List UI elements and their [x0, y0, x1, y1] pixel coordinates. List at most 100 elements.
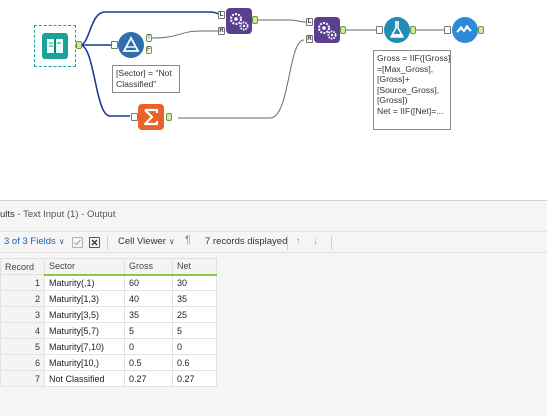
net-cell[interactable]: 0	[172, 338, 217, 355]
filter-false-label: F	[147, 47, 151, 53]
record-number: 6	[0, 354, 45, 371]
summarize-output-anchor[interactable]	[166, 113, 172, 121]
join2-left-anchor[interactable]: L	[306, 18, 313, 26]
formula-flask-icon	[390, 21, 404, 38]
browse-output-anchor[interactable]	[478, 26, 484, 34]
pilcrow-icon[interactable]: ¶	[185, 234, 191, 246]
records-displayed: 7 records displayed	[205, 236, 288, 247]
chevron-down-icon: ∨	[58, 237, 65, 246]
browse-tool[interactable]	[452, 17, 478, 43]
gears-icon	[230, 13, 249, 31]
gross-cell[interactable]: 40	[124, 290, 173, 307]
table-row[interactable]: 6 Maturity[10,) 0.5 0.6	[0, 354, 217, 371]
filter-false-anchor[interactable]: F	[146, 46, 152, 54]
toolbar-divider	[331, 236, 332, 250]
browse-check-icon	[456, 25, 472, 33]
record-number: 3	[0, 306, 45, 323]
sector-cell[interactable]: Maturity[7,10)	[44, 338, 125, 355]
arrow-down-icon[interactable]: ↓	[313, 236, 318, 247]
gross-cell[interactable]: 0.5	[124, 354, 173, 371]
results-grid: Record Sector Gross Net 1 Maturity(,1) 6…	[0, 258, 217, 387]
join-right-anchor[interactable]: R	[218, 27, 225, 35]
sector-cell[interactable]: Maturity[1,3)	[44, 290, 125, 307]
sector-cell[interactable]: Maturity[10,)	[44, 354, 125, 371]
wire-join-to-join2	[258, 19, 307, 23]
join2-output-anchor[interactable]	[340, 26, 346, 34]
record-number: 2	[0, 290, 45, 307]
net-cell[interactable]: 30	[172, 274, 217, 291]
join-left-anchor[interactable]: L	[218, 11, 225, 19]
join-right-label: R	[219, 28, 224, 34]
fields-dropdown[interactable]: 3 of 3 Fields∨	[4, 236, 65, 247]
results-title: ults - Text Input (1) - Output	[0, 209, 115, 220]
net-cell[interactable]: 5	[172, 322, 217, 339]
toolbar-divider	[287, 236, 288, 250]
summarize-input-anchor[interactable]	[131, 113, 138, 121]
join-tool-2[interactable]	[314, 17, 340, 43]
sigma-icon	[143, 108, 159, 126]
cell-viewer-label: Cell Viewer	[118, 236, 166, 247]
join-tool[interactable]	[226, 8, 252, 34]
formula-tool[interactable]	[384, 17, 410, 43]
gross-cell[interactable]: 35	[124, 306, 173, 323]
table-row[interactable]: 7 Not Classified 0.27 0.27	[0, 370, 217, 387]
record-number: 7	[0, 370, 45, 387]
formula-input-anchor[interactable]	[376, 26, 383, 34]
arrow-up-icon[interactable]: ↑	[296, 236, 301, 247]
column-header-net[interactable]: Net	[172, 258, 217, 276]
filter-annotation: [Sector] = "Not Classified"	[112, 65, 180, 93]
table-row[interactable]: 1 Maturity(,1) 60 30	[0, 274, 217, 291]
filter-tool[interactable]	[118, 32, 144, 58]
checkbox-select-icon[interactable]	[72, 237, 83, 248]
join-output-anchor[interactable]	[252, 16, 258, 24]
chevron-down-icon: ∨	[168, 237, 175, 246]
net-cell[interactable]: 0.27	[172, 370, 217, 387]
input-output-anchor[interactable]	[76, 41, 82, 49]
wire-input-to-summarize	[79, 44, 130, 117]
join2-right-anchor[interactable]: R	[306, 35, 313, 43]
sector-cell[interactable]: Maturity[5,7)	[44, 322, 125, 339]
table-row[interactable]: 2 Maturity[1,3) 40 35	[0, 290, 217, 307]
filter-true-anchor[interactable]: T	[146, 34, 152, 42]
column-header-sector[interactable]: Sector	[44, 258, 125, 276]
wire-summarize-to-join2	[178, 39, 305, 119]
record-number: 1	[0, 274, 45, 291]
text-input-tool[interactable]	[34, 25, 76, 67]
grid-header-row: Record Sector Gross Net	[0, 258, 217, 276]
join-left-label: L	[219, 12, 224, 18]
summarize-tool[interactable]	[138, 104, 164, 130]
table-row[interactable]: 4 Maturity[5,7) 5 5	[0, 322, 217, 339]
net-cell[interactable]: 0.6	[172, 354, 217, 371]
filter-input-anchor[interactable]	[111, 41, 118, 49]
net-cell[interactable]: 25	[172, 306, 217, 323]
record-number: 5	[0, 338, 45, 355]
gross-cell[interactable]: 60	[124, 274, 173, 291]
gross-cell[interactable]: 0	[124, 338, 173, 355]
filter-true-label: T	[147, 35, 151, 41]
net-cell[interactable]: 35	[172, 290, 217, 307]
sector-cell[interactable]: Not Classified	[44, 370, 125, 387]
results-title-source: - Text Input (1) - Output	[14, 209, 116, 220]
fields-dropdown-label: 3 of 3 Fields	[4, 236, 56, 247]
results-toolbar: 3 of 3 Fields∨ Cell Viewer∨ ¶ 7 records …	[0, 231, 547, 253]
column-header-record[interactable]: Record	[0, 258, 45, 275]
sector-cell[interactable]: Maturity[3,5)	[44, 306, 125, 323]
formula-output-anchor[interactable]	[410, 26, 416, 34]
workflow-canvas[interactable]: T F [Sector] = "Not Classified" L R L R	[0, 0, 547, 200]
cell-viewer-dropdown[interactable]: Cell Viewer∨	[118, 236, 175, 247]
toolbar-divider	[107, 236, 108, 250]
filter-flask-icon	[122, 36, 140, 52]
results-title-prefix: ults	[0, 209, 15, 220]
gross-cell[interactable]: 5	[124, 322, 173, 339]
column-header-gross[interactable]: Gross	[124, 258, 173, 276]
deselect-icon[interactable]	[89, 237, 100, 248]
browse-input-anchor[interactable]	[444, 26, 451, 34]
book-icon	[47, 39, 63, 53]
sector-cell[interactable]: Maturity(,1)	[44, 274, 125, 291]
join2-left-label: L	[307, 19, 312, 25]
wire-filter-to-join	[151, 30, 220, 39]
gross-cell[interactable]: 0.27	[124, 370, 173, 387]
table-row[interactable]: 3 Maturity[3,5) 35 25	[0, 306, 217, 323]
join2-right-label: R	[307, 36, 312, 42]
table-row[interactable]: 5 Maturity[7,10) 0 0	[0, 338, 217, 355]
